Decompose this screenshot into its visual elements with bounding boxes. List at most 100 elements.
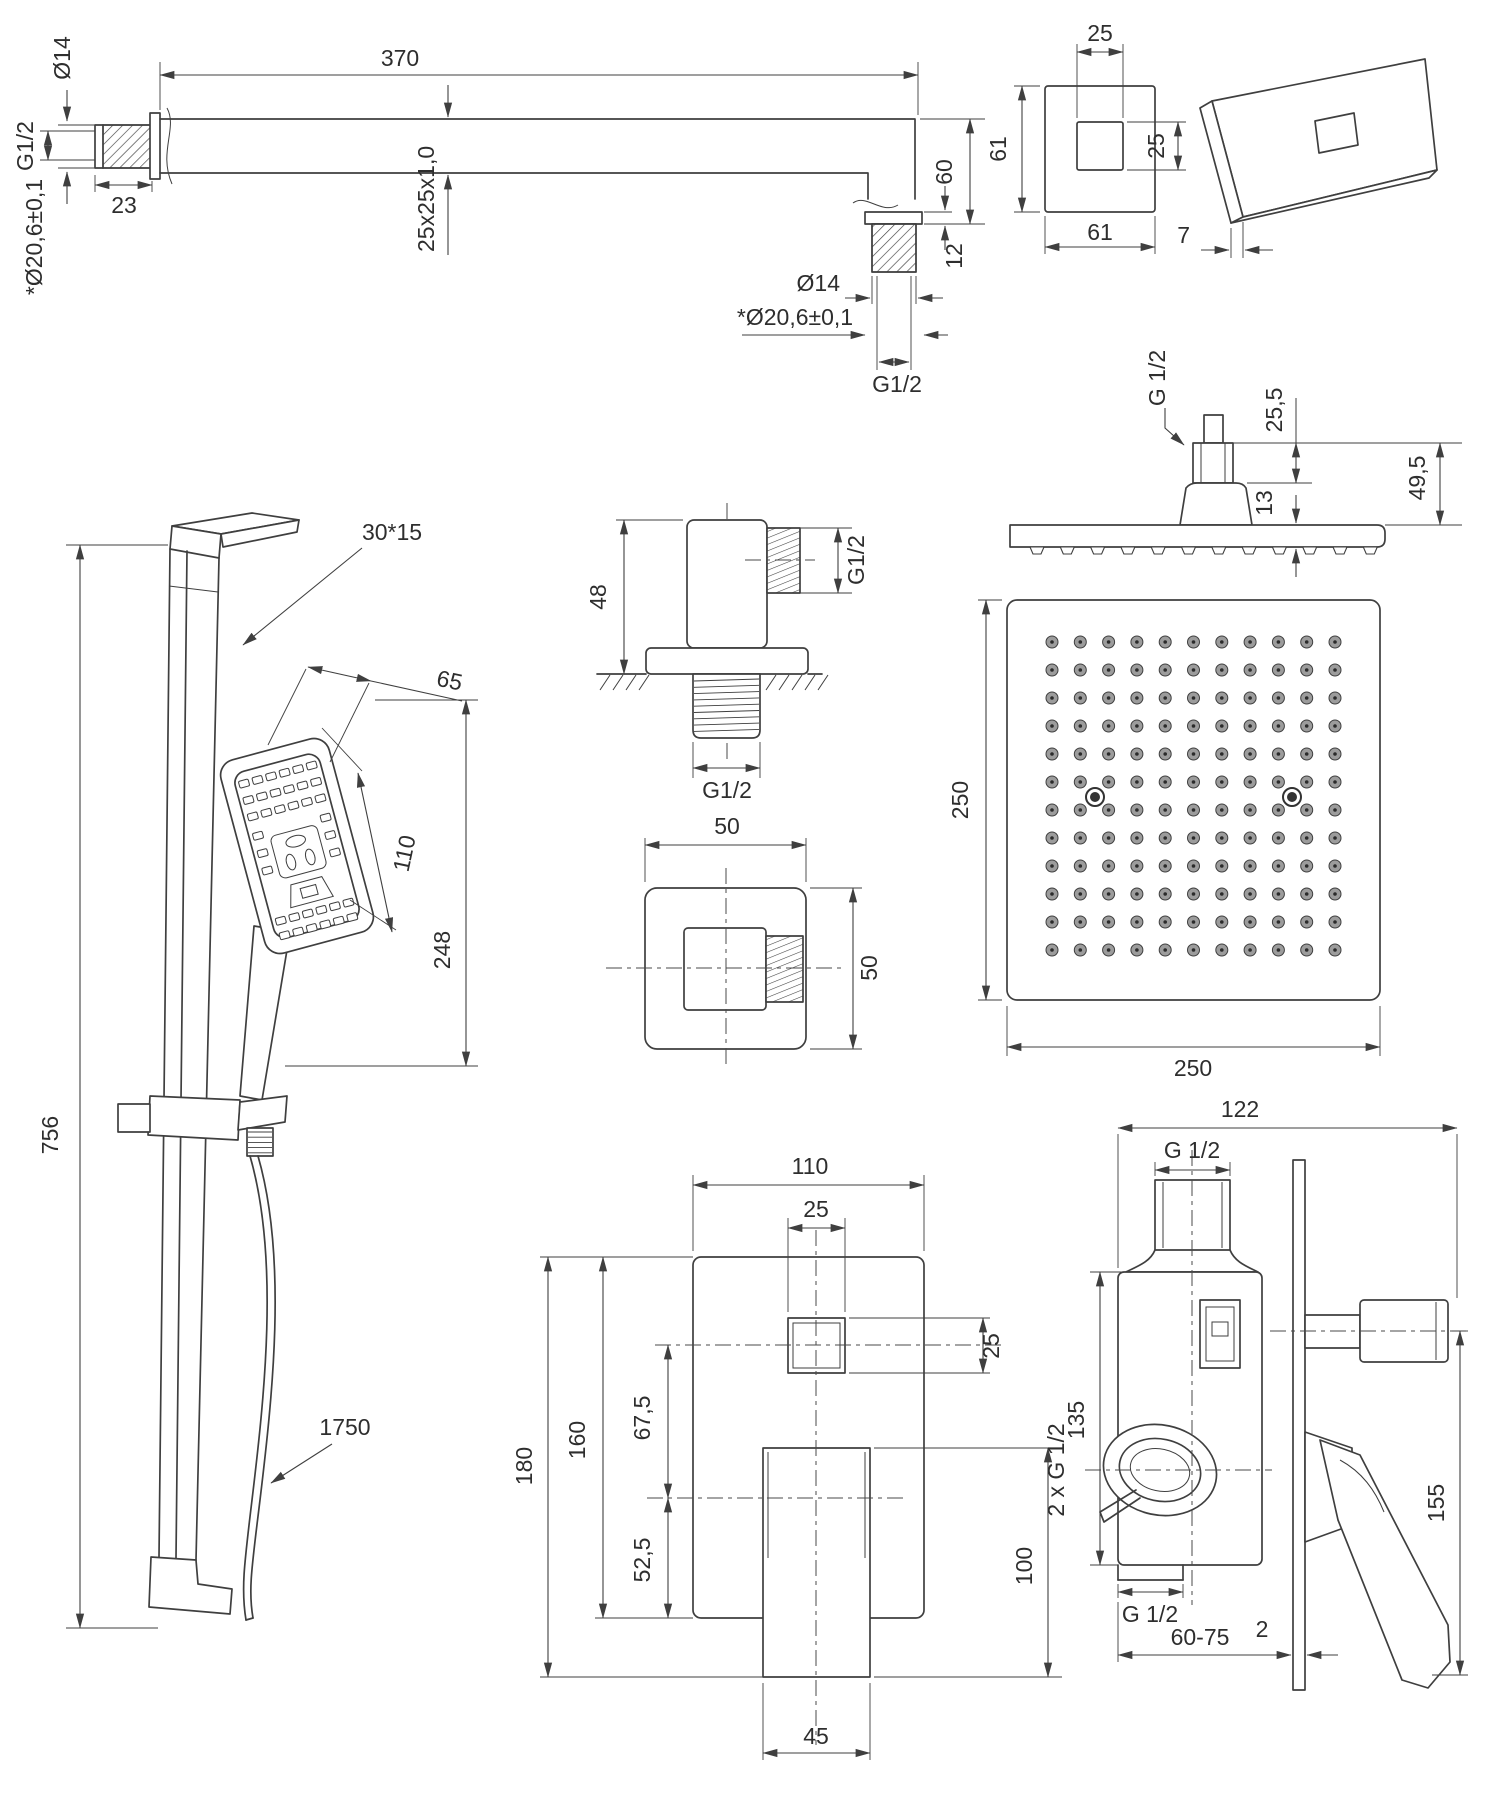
arm-outlet-flange xyxy=(864,211,923,225)
hatch-tick xyxy=(791,674,803,691)
rail-bottom-bracket xyxy=(148,1556,233,1615)
dim-arm-dia14: Ø14 xyxy=(49,36,75,80)
dim-rail-hose: 1750 xyxy=(319,1414,370,1440)
nozzle-dot-center xyxy=(1135,752,1139,756)
rail-assembly-view: 30*15 65 110 248 756 1750 xyxy=(37,512,478,1629)
dim-headside-13: 13 xyxy=(1251,490,1277,516)
nozzle-dot-center xyxy=(1248,836,1252,840)
dim-cover-height: 50 xyxy=(856,955,882,981)
nozzle-dot-center xyxy=(1248,948,1252,952)
nozzle-dot-center xyxy=(1050,696,1054,700)
nozzle-dot-center xyxy=(1191,864,1196,868)
handshower-nozzles xyxy=(238,760,359,941)
nozzle-dot-center xyxy=(1304,640,1309,644)
dim-trim-100: 100 xyxy=(1011,1547,1037,1585)
elbow-body xyxy=(686,519,768,649)
dim-trim-160: 160 xyxy=(564,1421,590,1459)
nozzle-dot-center xyxy=(1248,668,1252,672)
hs-stud xyxy=(314,793,327,804)
nozzle-dot-center xyxy=(1078,808,1083,812)
arm-wall-thread-hatch xyxy=(102,124,153,169)
nozzle-dot-center xyxy=(1078,696,1083,700)
nozzle-dot-center xyxy=(1333,864,1337,868)
nozzle-dot-center xyxy=(1078,892,1083,896)
nozzle-dot-center xyxy=(1220,920,1224,924)
nozzle-dot-center xyxy=(1163,752,1167,756)
nozzle-dot-center xyxy=(1304,920,1309,924)
hs-stud xyxy=(273,804,286,815)
dim-arm-profile: 25x25x1,0 xyxy=(413,146,439,252)
hs-stud xyxy=(269,787,282,798)
hs-stud xyxy=(319,919,332,930)
nozzle-dot-center xyxy=(1163,780,1167,784)
shower-arm-view: 370 Ø14 G1/2 *Ø20,6±0,1 23 25x25x1,0 60 … xyxy=(12,36,985,397)
dim-trim-525: 52,5 xyxy=(629,1538,655,1583)
hs-stud xyxy=(319,812,332,823)
nozzle-dot-center xyxy=(1220,752,1224,756)
nozzle-dot-center xyxy=(1106,780,1111,784)
dim-arm-dia206: *Ø20,6±0,1 xyxy=(21,179,47,295)
nozzle-dot-center xyxy=(1333,752,1337,756)
dim-trim-knob25-right: 25 xyxy=(978,1333,1004,1359)
dim-trim-45: 45 xyxy=(803,1723,829,1749)
escutcheon-hole xyxy=(1076,121,1124,171)
nozzle-dot-center xyxy=(1248,724,1252,728)
side-nozzle xyxy=(1241,546,1257,555)
nozzle-dot-center xyxy=(1050,640,1054,644)
hatch-tick xyxy=(612,674,624,691)
hs-stud xyxy=(238,778,250,789)
elbow-stud-thread-lines xyxy=(693,678,760,732)
nozzle-dot-center xyxy=(1304,892,1309,896)
nozzle-dot-center xyxy=(1248,808,1252,812)
side-nozzle xyxy=(1120,546,1136,555)
dim-headside-thread: G 1/2 xyxy=(1144,350,1170,406)
nozzle-dot-center xyxy=(1191,668,1196,672)
hs-stud xyxy=(301,797,313,807)
hs-stud xyxy=(305,760,318,771)
hs-stud xyxy=(292,926,305,937)
nozzle-dot-center xyxy=(1050,948,1054,952)
thread-line xyxy=(693,684,760,688)
nozzle-dot-center xyxy=(1333,808,1337,812)
mixer-trim-view: 110 25 25 67,5 52,5 160 180 100 45 xyxy=(511,1153,1062,1760)
dim-trim-110: 110 xyxy=(792,1153,829,1179)
hs-stud xyxy=(292,764,305,774)
side-nozzle xyxy=(1180,546,1197,555)
nozzle-dot-center xyxy=(1163,696,1167,700)
hs-stud xyxy=(296,780,309,791)
handshower-mode-button xyxy=(270,825,327,879)
nozzle-dot-center xyxy=(1333,948,1337,952)
nozzle-dot-center xyxy=(1163,724,1167,728)
nozzle-dot-center xyxy=(1050,780,1054,784)
nozzle-dot-center xyxy=(1333,668,1337,672)
nozzle-dot-center xyxy=(1163,948,1167,952)
dim-arm-thread: G1/2 xyxy=(12,121,38,171)
side-nozzle xyxy=(1089,546,1106,555)
arm-tube-top xyxy=(159,118,916,200)
nozzle-dot-center xyxy=(1078,724,1083,728)
nozzle-dot-center xyxy=(1106,920,1111,924)
nozzle-dot-center xyxy=(1333,780,1337,784)
hs-stud xyxy=(310,777,322,787)
nozzle-dot-center xyxy=(1191,696,1196,700)
nozzle-dot-center xyxy=(1276,780,1281,784)
side-nozzle xyxy=(1271,546,1288,555)
hatch-tick xyxy=(765,674,777,691)
nozzle-dot-center xyxy=(1106,948,1111,952)
dim-arm-outlet-thread: G1/2 xyxy=(872,371,922,397)
nozzle-dot-center xyxy=(1220,780,1224,784)
square-cover-view: 50 50 xyxy=(606,813,882,1068)
elbow-bottom-thread xyxy=(692,673,761,739)
dim-elbow-side-thread: G1/2 xyxy=(843,535,869,585)
nozzle-dot-center xyxy=(1276,892,1281,896)
nozzle-dot-center xyxy=(1135,892,1139,896)
nozzle-dot-center xyxy=(1135,808,1139,812)
nozzle-dot-center xyxy=(1191,836,1196,840)
nozzle-dot-center xyxy=(1050,892,1054,896)
valve-diverter-window xyxy=(1199,1299,1241,1369)
nozzle-dot-center xyxy=(1304,752,1309,756)
hatch-tick xyxy=(817,674,829,691)
dim-esc-left: 61 xyxy=(985,136,1011,162)
hatch-tick xyxy=(778,674,790,691)
